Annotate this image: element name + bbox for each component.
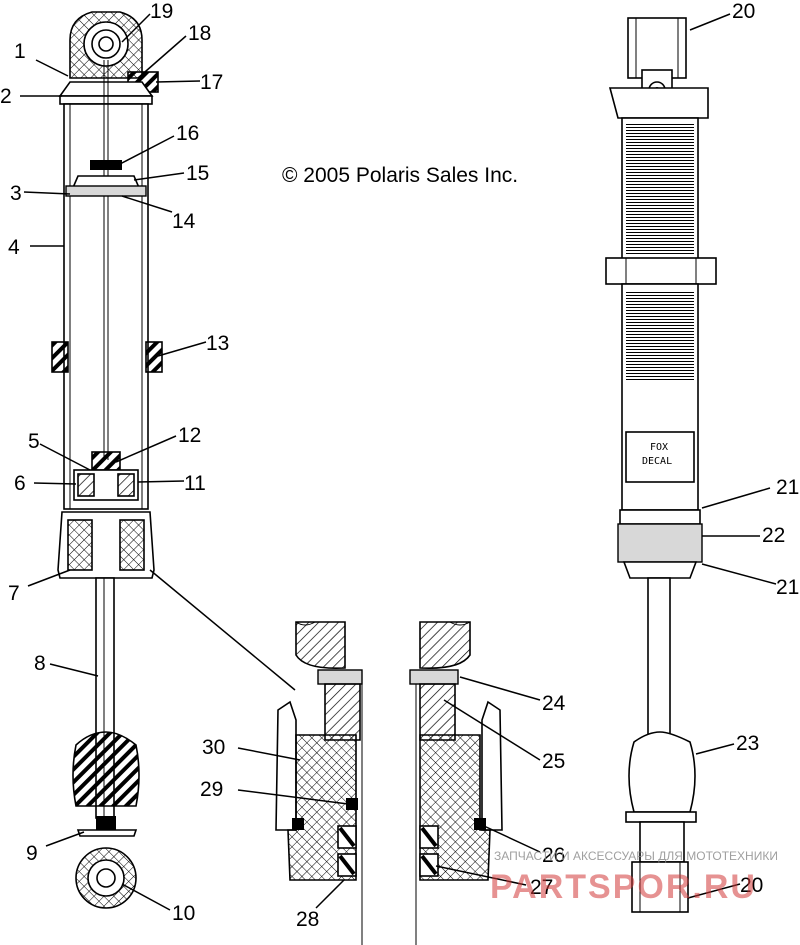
callout-3: 3 [10,182,22,205]
callout-10: 10 [172,902,195,925]
callout-23: 23 [736,732,759,755]
callout-2: 2 [0,85,12,108]
copyright-notice: © 2005 Polaris Sales Inc. [282,164,518,187]
callout-20-bottom: 20 [740,874,763,897]
cutaway-shock [51,11,163,909]
callout-21-bottom: 21 [776,576,799,599]
callout-28: 28 [296,908,319,931]
watermark: ЗАПЧАСТИ И АКСЕССУАРЫ ДЛЯ МОТОТЕХНИКИ PA… [490,849,778,906]
decal-line-1: FOX [650,442,668,453]
callout-25: 25 [542,750,565,773]
callout-12: 12 [178,424,201,447]
watermark-brand: PARTSPOR.RU [490,868,757,906]
callout-26: 26 [542,844,565,867]
callout-16: 16 [176,122,199,145]
callout-15: 15 [186,162,209,185]
callout-14: 14 [172,210,196,233]
callout-1: 1 [14,40,26,63]
seal-head [57,511,155,579]
callout-29: 29 [200,778,223,801]
callout-5: 5 [28,430,40,453]
detail-section [149,569,503,945]
body-tube [63,103,149,510]
callout-30: 30 [202,736,225,759]
top-eyelet [69,11,159,93]
watermark-tagline: ЗАПЧАСТИ И АКСЕССУАРЫ ДЛЯ МОТОТЕХНИКИ [494,849,778,863]
bottom-eyelet [75,847,137,909]
callout-9: 9 [26,842,38,865]
callout-19: 19 [150,0,173,23]
piston-assembly [73,451,139,501]
callout-13: 13 [206,332,229,355]
callout-7: 7 [8,582,20,605]
floating-piston [65,160,147,197]
callout-4: 4 [8,236,20,259]
callout-24: 24 [542,692,566,715]
callout-11: 11 [184,472,206,495]
callout-21-top: 21 [776,476,799,499]
decal-line-2: DECAL [642,456,672,467]
callout-22: 22 [762,524,785,547]
callout-8: 8 [34,652,46,675]
leader-lines [20,13,777,911]
callout-27: 27 [530,876,553,899]
callout-17: 17 [200,71,223,94]
callout-6: 6 [14,472,26,495]
callout-18: 18 [188,22,211,45]
assembled-shock: FOX DECAL [605,17,717,913]
callout-20-top: 20 [732,0,755,23]
